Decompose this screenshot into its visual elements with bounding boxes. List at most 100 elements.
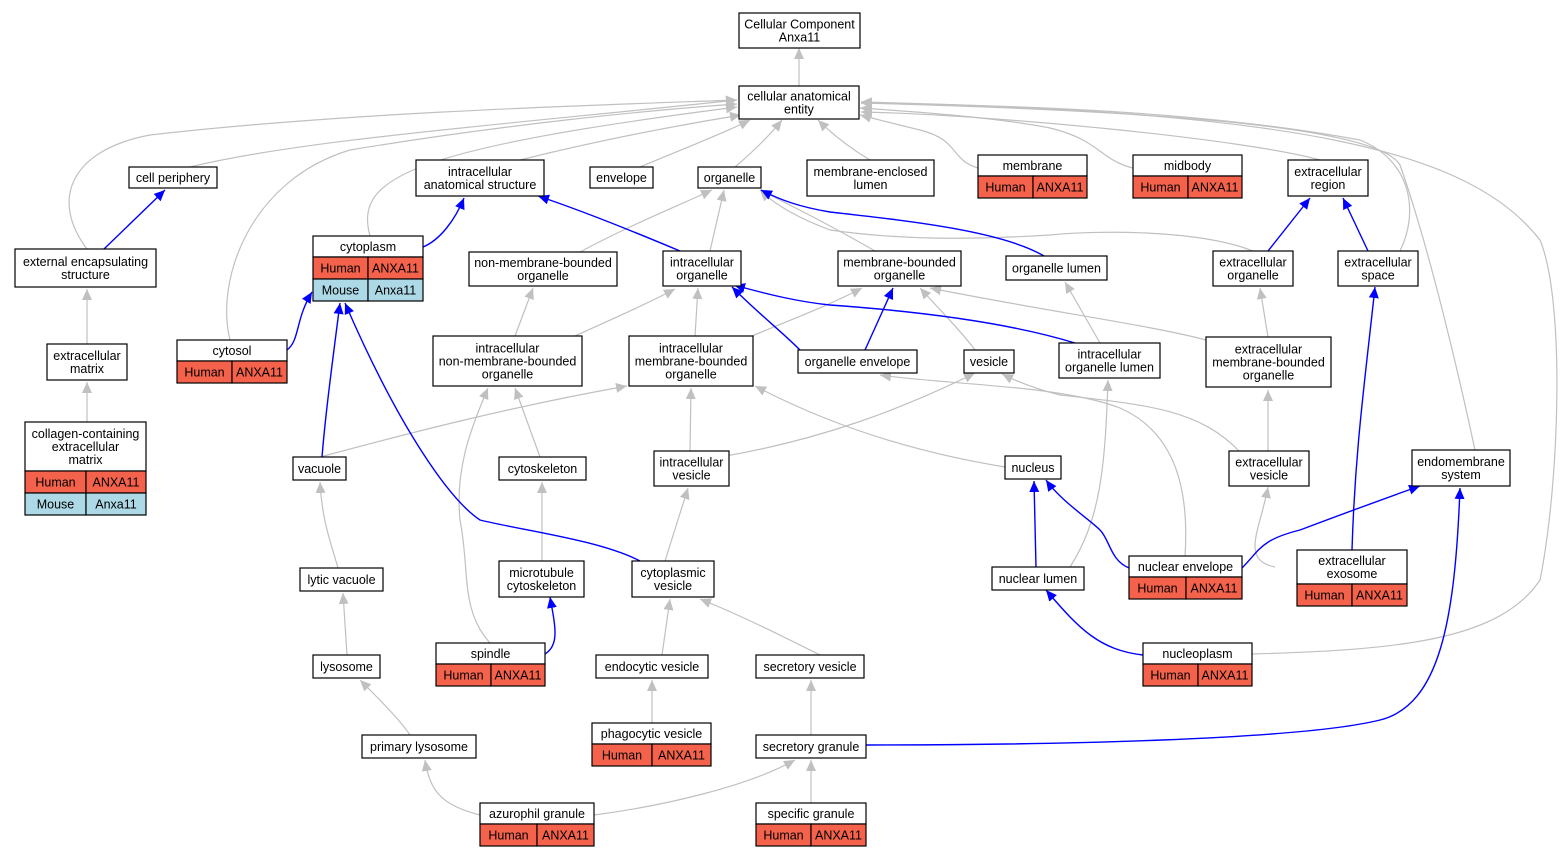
highlight-edge	[321, 302, 344, 458]
go-term-node-vesicle[interactable]: vesicle	[963, 349, 1015, 374]
is-a-edge	[68, 95, 738, 250]
is-a-edge	[421, 759, 481, 816]
node-label: intracellular	[659, 342, 723, 356]
human-gene-label: ANXA11	[1201, 669, 1248, 683]
is-a-edge	[359, 679, 411, 736]
node-label: cell periphery	[136, 171, 211, 185]
node-label: membrane-bounded	[635, 355, 748, 369]
node-label: nucleus	[1011, 461, 1054, 475]
node-label: intracellular	[670, 256, 734, 270]
human-gene-label: ANXA11	[658, 749, 705, 763]
node-label: external encapsulating	[23, 255, 148, 269]
human-species-label: Human	[35, 476, 75, 490]
node-box	[697, 166, 762, 189]
go-term-node-orglumen[interactable]: organelle lumen	[1005, 255, 1108, 281]
go-term-node-collagen[interactable]: collagen-containingextracellularmatrixHu…	[24, 421, 147, 516]
highlight-edge	[731, 286, 801, 351]
human-gene-label: ANXA11	[372, 262, 419, 276]
go-term-node-nuclumen[interactable]: nuclear lumen	[991, 566, 1085, 591]
human-gene-label: ANXA11	[494, 669, 541, 683]
node-box	[128, 166, 218, 189]
is-a-edge	[639, 119, 751, 168]
go-term-node-lyticvac[interactable]: lytic vacuole	[299, 567, 384, 592]
highlight-edge	[103, 189, 166, 250]
go-term-node-orgenv[interactable]: organelle envelope	[797, 349, 918, 374]
node-label: cellular anatomical	[747, 90, 851, 104]
node-label: collagen-containing	[32, 427, 140, 441]
node-box	[797, 349, 918, 374]
go-term-node-primlyso[interactable]: primary lysosome	[361, 734, 477, 759]
go-term-node-envelope[interactable]: envelope	[589, 166, 654, 189]
go-term-node-organelle[interactable]: organelle	[697, 166, 762, 189]
go-term-node-endovesicle[interactable]: endocytic vesicle	[595, 654, 709, 679]
node-box	[631, 560, 715, 598]
node-box	[415, 159, 545, 197]
node-label: organelle lumen	[1065, 361, 1154, 375]
node-box	[738, 85, 860, 120]
node-label: membrane-bounded	[843, 256, 956, 270]
go-term-node-vacuole[interactable]: vacuole	[292, 456, 347, 481]
node-label: vesicle	[654, 579, 692, 593]
is-a-edge	[734, 119, 783, 168]
highlight-edge	[344, 302, 641, 562]
node-box	[1296, 549, 1408, 585]
highlight-edge	[1241, 484, 1421, 569]
is-a-edge	[1064, 281, 1101, 344]
go-term-node-nucleus[interactable]: nucleus	[1004, 455, 1062, 480]
node-label: extracellular	[52, 440, 119, 454]
go-term-node-secgranule[interactable]: secretory granule	[755, 734, 867, 759]
human-gene-label: ANXA11	[542, 829, 589, 843]
is-a-edge	[514, 387, 541, 458]
node-label: intracellular	[476, 342, 540, 356]
node-label: matrix	[68, 453, 103, 467]
human-species-label: Human	[1137, 582, 1177, 596]
node-label: vesicle	[1250, 469, 1288, 483]
go-term-node-cytoskeleton[interactable]: cytoskeleton	[498, 456, 587, 481]
node-box	[1228, 450, 1310, 487]
is-a-edge	[574, 288, 676, 337]
node-label: primary lysosome	[370, 740, 468, 754]
node-box	[1058, 342, 1161, 379]
node-box	[14, 248, 157, 288]
is-a-edge	[685, 387, 696, 452]
go-term-node-secvesicle[interactable]: secretory vesicle	[755, 654, 865, 679]
is-a-edge	[860, 97, 1558, 655]
go-term-node-icnmbo[interactable]: intracellularnon-membrane-boundedorganel…	[432, 335, 583, 387]
go-term-node-cellperiph[interactable]: cell periphery	[128, 166, 218, 189]
human-species-label: Human	[1150, 669, 1190, 683]
go-term-node-lysosome[interactable]: lysosome	[312, 654, 381, 679]
node-label: extracellular	[1235, 456, 1302, 470]
node-label: exosome	[1327, 567, 1378, 581]
